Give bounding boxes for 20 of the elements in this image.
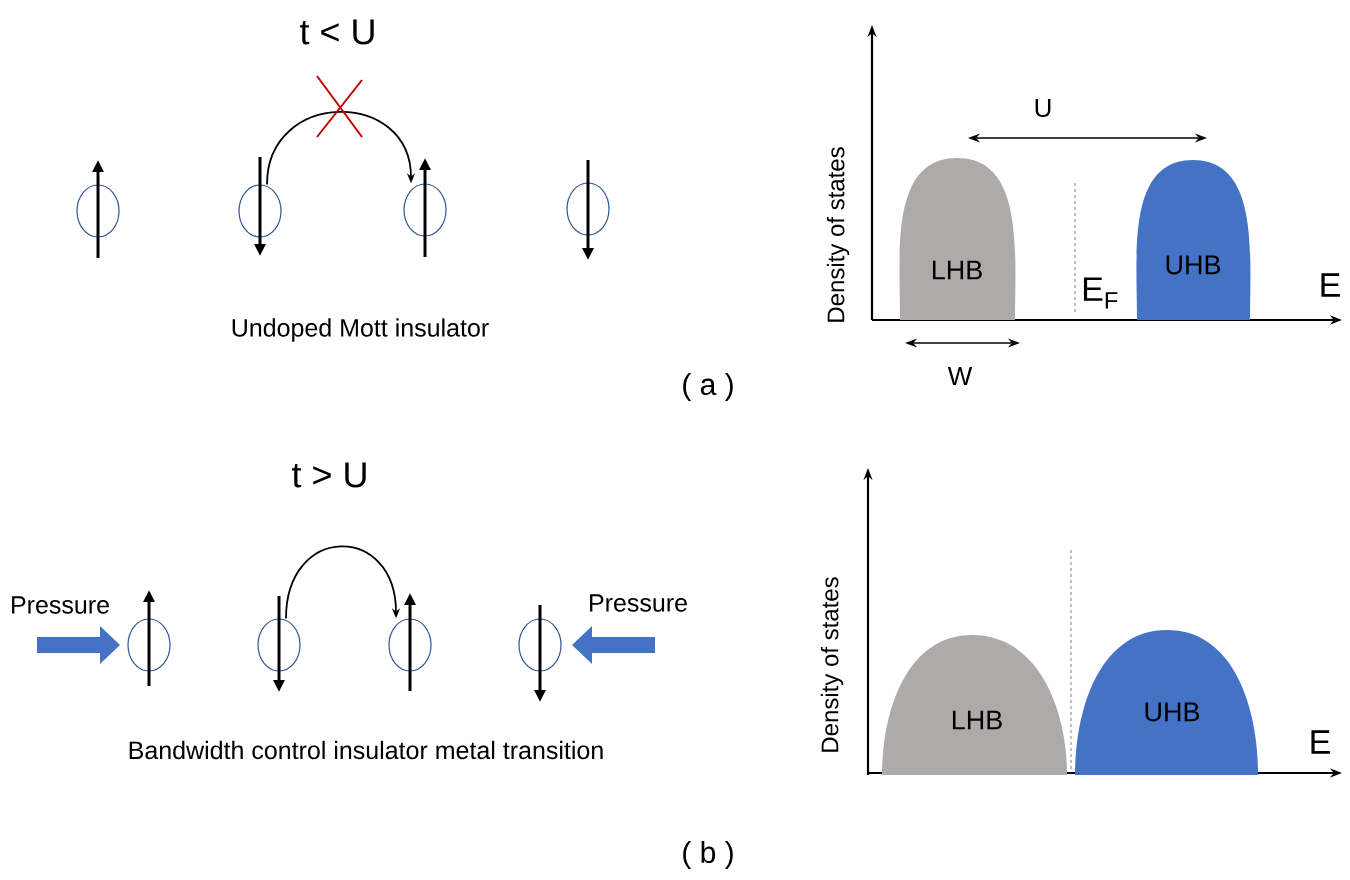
hopping-arrow [266,111,416,186]
site-circle [238,184,282,238]
panel-label: ( b ) [683,841,733,869]
panel-label: ( a ) [683,373,733,401]
caption: Bandwidth control insulator metal transition [129,740,603,760]
site-circle [388,618,432,672]
site-circle [257,618,301,672]
dimension-label: W [947,367,973,385]
axis-label: E [1321,273,1340,297]
site-circle [518,618,562,672]
site-circle [76,184,120,238]
site-circle [403,183,447,237]
condition-label: t > U [292,462,366,488]
axis-label: E [1311,730,1330,754]
caption: Undoped Mott insulator [232,318,489,342]
condition-label: t < U [300,19,374,45]
dimension-label: U [1035,98,1051,118]
site-circle [127,618,171,672]
site-circle [566,182,610,236]
hopping-arrow [285,545,401,620]
